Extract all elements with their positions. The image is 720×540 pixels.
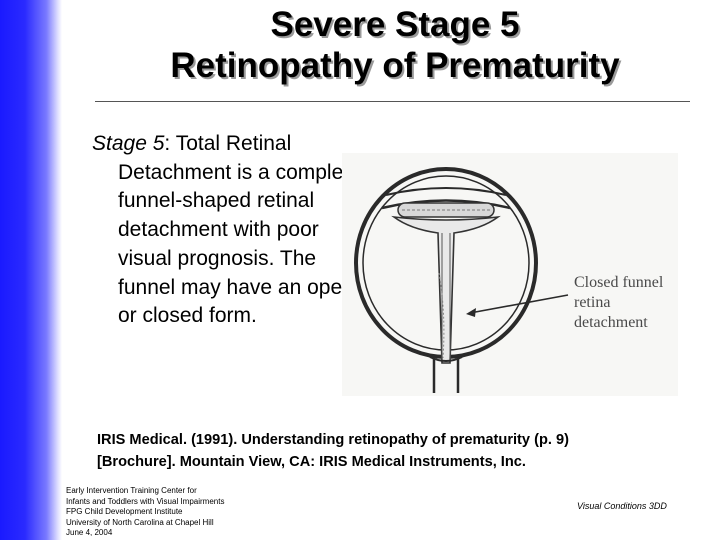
citation-line-1: IRIS Medical. (1991). Understanding reti… xyxy=(97,432,569,448)
title-line-2: Retinopathy of Prematurity xyxy=(170,46,620,85)
footer-institution: Early Intervention Training Center for I… xyxy=(66,486,296,539)
footer-line-2: Infants and Toddlers with Visual Impairm… xyxy=(66,496,225,506)
figure-label-line-1: Closed funnel xyxy=(574,274,664,291)
stage-label: Stage 5 xyxy=(92,132,165,155)
figure-label-line-3: detachment xyxy=(574,314,648,331)
title-line-1: Severe Stage 5 xyxy=(270,5,520,44)
figure-label-line-2: retina xyxy=(574,294,611,311)
slide-title: Severe Stage 5 Retinopathy of Prematurit… xyxy=(95,4,695,86)
citation: IRIS Medical. (1991). Understanding reti… xyxy=(97,429,707,473)
footer-line-3: FPG Child Development Institute xyxy=(66,507,183,516)
stage-description: Stage 5: Total Retinal Detachment is a c… xyxy=(92,130,368,331)
footer-line-1: Early Intervention Training Center for xyxy=(66,486,197,495)
eye-diagram: Closed funnel retina detachment xyxy=(342,153,678,396)
footer-line-5: June 4, 2004 xyxy=(66,528,113,537)
eye-diagram-drawing xyxy=(354,167,569,393)
figure-label: Closed funnel retina detachment xyxy=(574,273,684,333)
sidebar-gradient-bar xyxy=(0,0,62,540)
footer-line-4: University of North Carolina at Chapel H… xyxy=(66,517,214,527)
title-divider xyxy=(95,101,690,102)
citation-line-2: [Brochure]. Mountain View, CA: IRIS Medi… xyxy=(97,454,526,470)
footer-slide-ref: Visual Conditions 3DD xyxy=(577,501,667,511)
stage-description-text: : Total Retinal Detachment is a complete… xyxy=(118,132,367,328)
